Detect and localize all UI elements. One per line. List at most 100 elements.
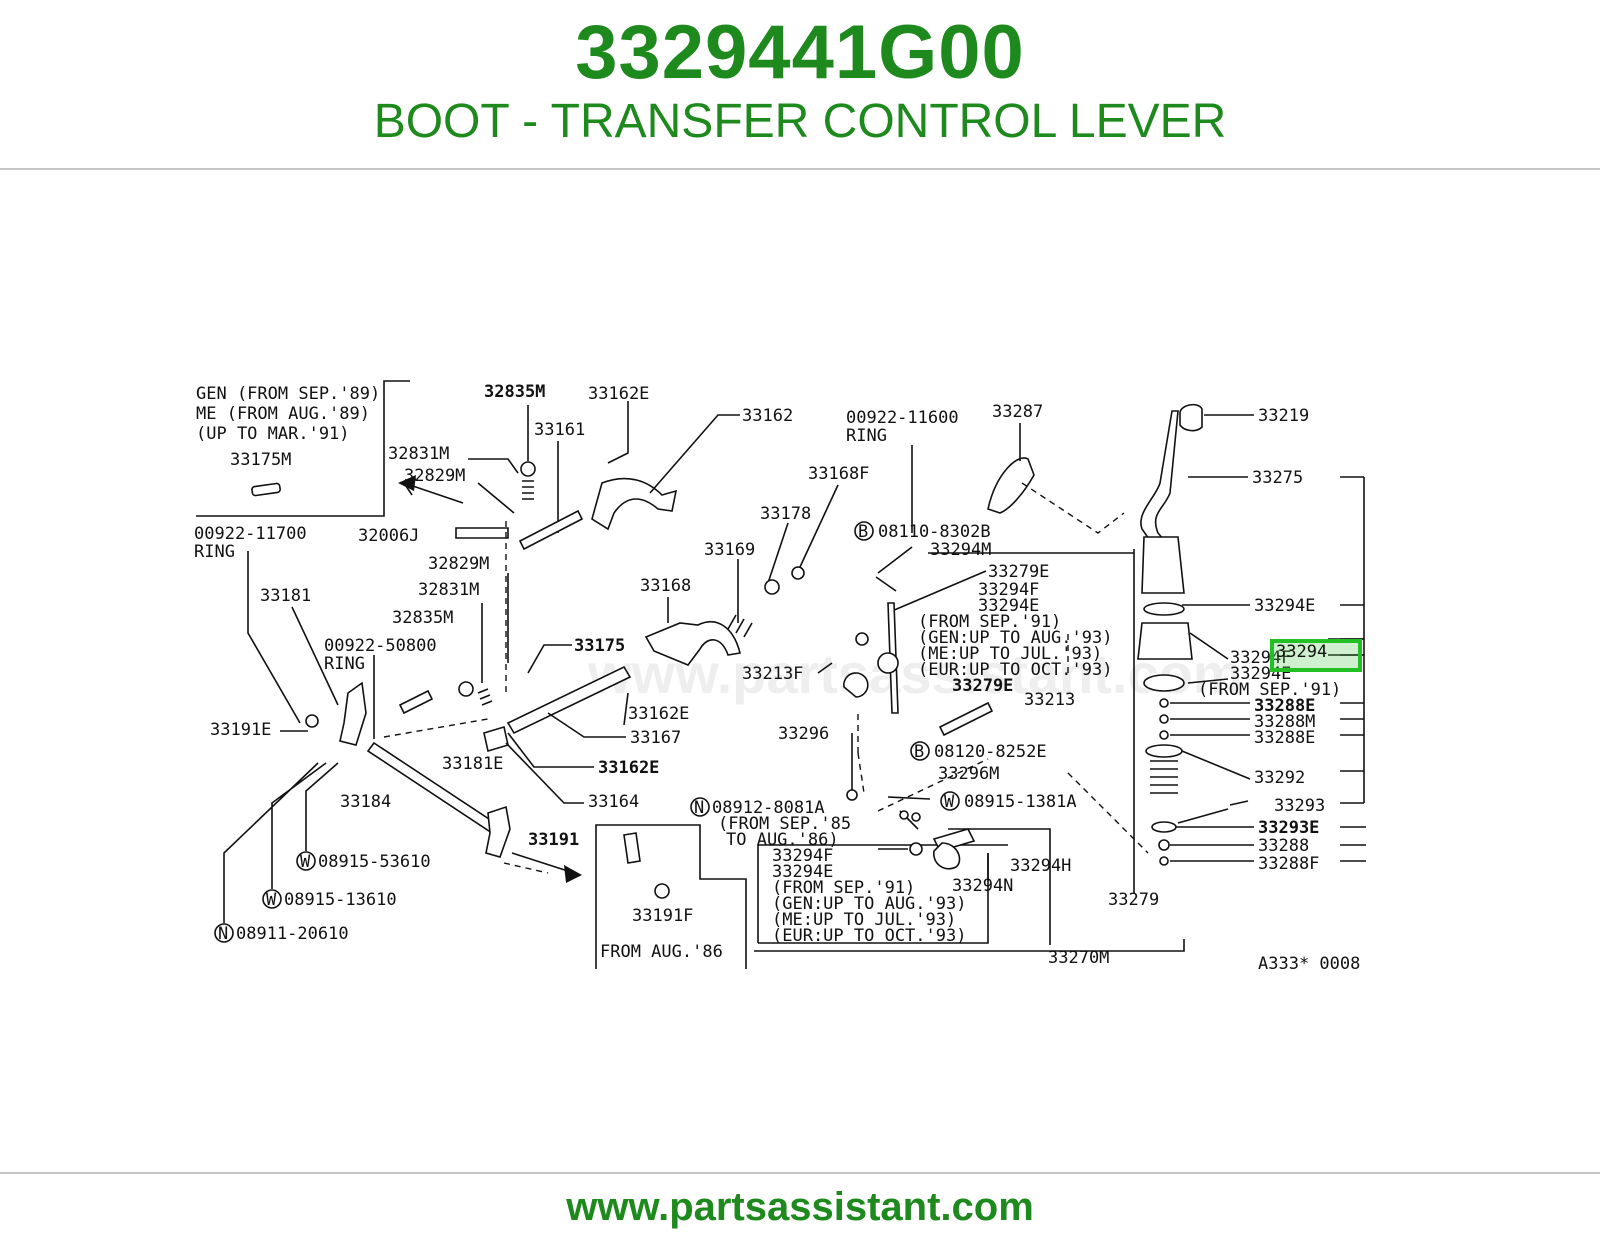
bracket-33287	[987, 457, 1035, 514]
label-08915-1381A: 08915-1381A	[964, 792, 1077, 812]
note-upto: (UP TO MAR.'91)	[196, 424, 350, 444]
seal-33294E-low	[1143, 674, 1185, 692]
w-circle-icon-1	[296, 851, 316, 871]
label-33294E-right-1: 33294E	[1254, 596, 1315, 616]
label-ring-c: RING	[846, 426, 887, 446]
spring-32831M	[477, 688, 493, 706]
spring-part	[522, 480, 534, 500]
label-33162E-mid: 33162E	[628, 704, 689, 724]
note-a-1: (FROM SEP.'91)	[918, 612, 1061, 632]
washer-08915	[899, 810, 909, 820]
arrow-line-2	[511, 852, 575, 874]
label-33294E-top: 33294E	[978, 596, 1039, 616]
label-33213: 33213	[1024, 690, 1075, 710]
note-box-frame	[196, 380, 410, 517]
w-letter-3: W	[944, 792, 955, 812]
clip-33191E	[305, 714, 319, 728]
label-33168: 33168	[640, 576, 691, 596]
ring-33168F	[791, 566, 805, 580]
label-08110-8302B: 08110-8302B	[878, 522, 991, 542]
note-me: ME (FROM AUG.'89)	[196, 404, 370, 424]
page-header: 3329441G00 BOOT - TRANSFER CONTROL LEVER	[0, 0, 1600, 168]
rod-33167	[506, 665, 632, 735]
label-33161: 33161	[534, 420, 585, 440]
label-32835M-mid: 32835M	[392, 608, 453, 628]
lever-33275	[1140, 410, 1179, 550]
w-letter-1: W	[300, 852, 311, 872]
w-letter-2: W	[266, 890, 277, 910]
ring-33294F-low	[909, 842, 923, 856]
bracket-33181E	[483, 725, 509, 753]
label-33294E-low: 33294E	[772, 862, 833, 882]
label-32829M-top: 32829M	[404, 466, 465, 486]
label-08911-20610: 08911-20610	[236, 924, 349, 944]
leader-lines-b	[223, 551, 509, 923]
ring-33294F	[855, 632, 869, 646]
note-sep85-1: (FROM SEP.'85	[718, 814, 851, 834]
leader-33162E	[607, 401, 629, 464]
label-33294F-low: 33294F	[772, 846, 833, 866]
washer-33178	[764, 579, 780, 595]
label-33175M: 33175M	[230, 450, 291, 470]
plate-33213	[938, 701, 994, 737]
note-a-2: (GEN:UP TO AUG.'93)	[918, 628, 1112, 648]
label-32006J: 32006J	[358, 526, 419, 546]
bracket-33191F	[623, 832, 641, 864]
label-33162E-low: 33162E	[598, 758, 659, 778]
n-circle-icon-2	[690, 797, 710, 817]
label-33296M: 33296M	[938, 764, 999, 784]
label-32831M-top: 32831M	[388, 444, 449, 464]
lever-33181	[339, 681, 367, 746]
knob-33296	[843, 672, 869, 698]
label-08120-8252E: 08120-8252E	[934, 742, 1047, 762]
label-33164: 33164	[588, 792, 639, 812]
label-00922-50800: 00922-50800	[324, 636, 437, 656]
bolt-33296M	[846, 789, 858, 801]
label-33178: 33178	[760, 504, 811, 524]
label-33181: 33181	[260, 586, 311, 606]
spring-33292	[1150, 760, 1178, 794]
highlighted-part-label[interactable]: 33294	[1276, 642, 1328, 662]
label-33184: 33184	[340, 792, 391, 812]
leader-33162	[649, 414, 740, 494]
label-33191F: 33191F	[632, 906, 693, 926]
label-33294F-top: 33294F	[978, 580, 1039, 600]
label-08915-53610: 08915-53610	[318, 852, 431, 872]
label-33162: 33162	[742, 406, 793, 426]
nut-08915	[911, 812, 921, 822]
leader-lines-h	[1170, 414, 1254, 862]
label-33219: 33219	[1258, 406, 1309, 426]
label-33191: 33191	[528, 830, 579, 850]
note-gen: GEN (FROM SEP.'89)	[196, 384, 380, 404]
leader-lines-g	[754, 549, 1185, 952]
label-33213F: 33213F	[742, 664, 803, 684]
label-33288E-b: 33288E	[1254, 728, 1315, 748]
label-33294F-right: 33294F	[1230, 648, 1291, 668]
fork-33168	[644, 620, 741, 666]
footer-url[interactable]: www.partsassistant.com	[566, 1185, 1034, 1229]
bolt-33191F	[654, 883, 670, 899]
label-33279E-low: 33279E	[952, 676, 1013, 696]
label-33294M: 33294M	[930, 540, 991, 560]
label-33162E-top: 33162E	[588, 384, 649, 404]
fork-33162	[591, 477, 678, 531]
pin-part	[251, 482, 281, 497]
header-divider	[0, 168, 1600, 170]
seal-33294H	[933, 842, 961, 870]
label-33296: 33296	[778, 724, 829, 744]
label-32831M-mid: 32831M	[418, 580, 479, 600]
bushing-33294M	[877, 652, 899, 674]
note-sep91-c: (FROM SEP.'91)	[1198, 680, 1341, 700]
b-letter-1: B	[858, 522, 868, 542]
label-33288: 33288	[1258, 836, 1309, 856]
dashed-guides-b	[857, 482, 1149, 854]
highlighted-part-box[interactable]	[1270, 639, 1362, 672]
label-33294H: 33294H	[1010, 856, 1071, 876]
label-33167: 33167	[630, 728, 681, 748]
label-33191E: 33191E	[210, 720, 271, 740]
arrow-head-icon-2	[564, 865, 582, 883]
leader-lines-f	[817, 662, 931, 830]
label-ring-a: RING	[194, 542, 235, 562]
seat-33292	[1145, 744, 1183, 758]
leader-lines-a	[468, 405, 529, 514]
